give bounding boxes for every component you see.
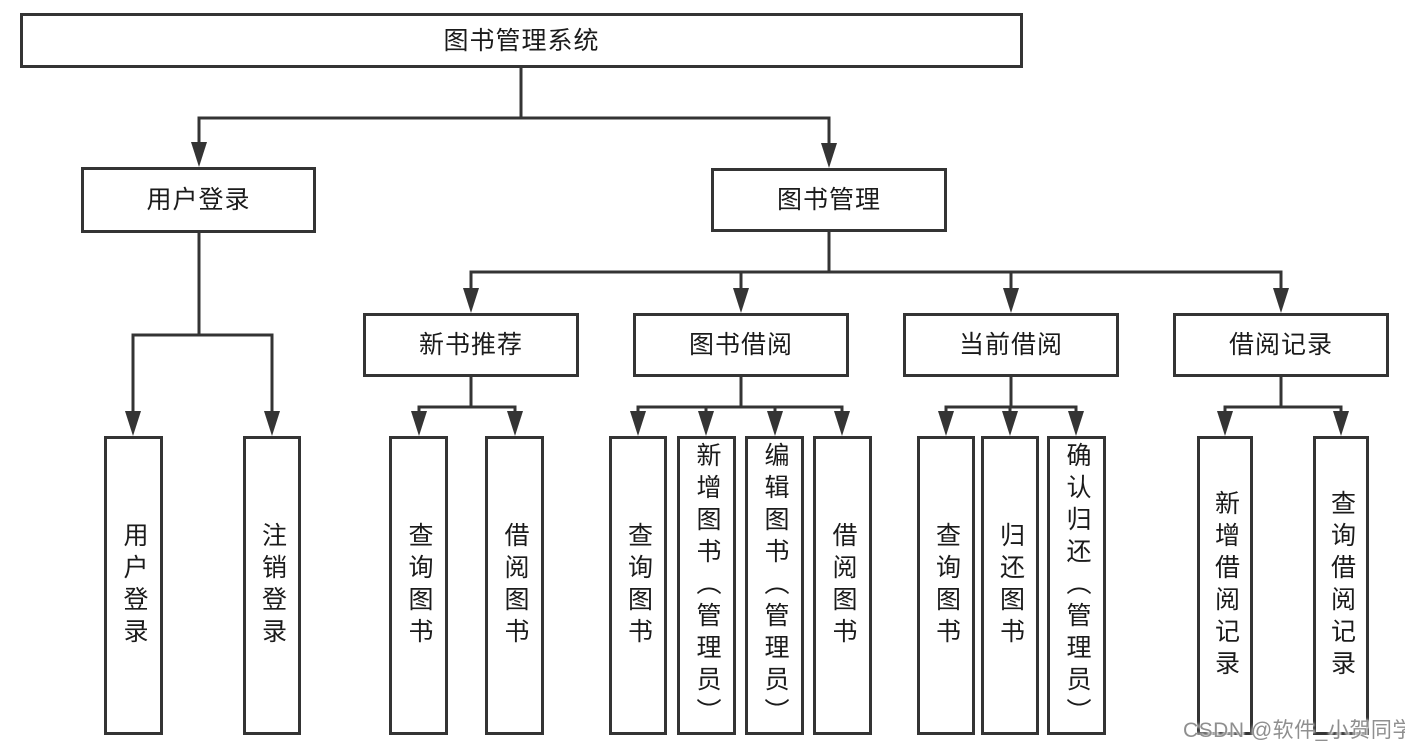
leaf-return-book-label: 归还图书 bbox=[996, 521, 1025, 650]
leaf-query-books-current: 查询图书 bbox=[917, 436, 975, 735]
leaf-add-book-admin: 新增图书（管理员） bbox=[677, 436, 736, 735]
connector-bookborrow-to-leaves bbox=[636, 377, 844, 414]
leaf-borrow-book-recommend-label: 借阅图书 bbox=[501, 521, 529, 650]
connector-root-to-level2 bbox=[197, 68, 831, 146]
leaf-logout: 注销登录 bbox=[243, 436, 301, 735]
leaf-user-login: 用户登录 bbox=[104, 436, 163, 735]
node-book-borrow: 图书借阅 bbox=[633, 313, 849, 377]
node-book-management-label: 图书管理 bbox=[776, 186, 881, 214]
connector-bookmgmt-to-level3 bbox=[469, 232, 1283, 291]
node-user-login-label: 用户登录 bbox=[146, 186, 251, 214]
leaf-borrow-book-label: 借阅图书 bbox=[829, 521, 857, 650]
node-current-borrow: 当前借阅 bbox=[903, 313, 1119, 377]
leaf-edit-book-admin-label: 编辑图书（管理员） bbox=[761, 441, 789, 730]
leaf-edit-book-admin: 编辑图书（管理员） bbox=[745, 436, 804, 735]
leaf-logout-label: 注销登录 bbox=[258, 521, 287, 650]
node-new-book-recommend-label: 新书推荐 bbox=[418, 331, 523, 359]
connector-currentborrow-to-leaves bbox=[944, 377, 1078, 414]
leaf-query-books-recommend-label: 查询图书 bbox=[405, 521, 433, 650]
leaf-query-books-recommend: 查询图书 bbox=[389, 436, 448, 735]
leaf-query-books-current-label: 查询图书 bbox=[932, 521, 961, 650]
leaf-return-book: 归还图书 bbox=[981, 436, 1039, 735]
connector-borrowrecords-to-leaves bbox=[1223, 377, 1343, 414]
leaf-query-books-borrow: 查询图书 bbox=[609, 436, 667, 735]
leaf-query-borrow-record: 查询借阅记录 bbox=[1313, 436, 1369, 735]
leaf-borrow-book-recommend: 借阅图书 bbox=[485, 436, 544, 735]
node-book-management: 图书管理 bbox=[711, 168, 947, 232]
node-borrow-records: 借阅记录 bbox=[1173, 313, 1389, 377]
arrowheads bbox=[125, 142, 1349, 436]
leaf-query-borrow-record-label: 查询借阅记录 bbox=[1327, 489, 1356, 682]
node-new-book-recommend: 新书推荐 bbox=[363, 313, 579, 377]
watermark: CSDN @软件_小贺同学 bbox=[1183, 719, 1405, 742]
leaf-confirm-return-admin-label: 确认归还（管理员） bbox=[1063, 441, 1091, 730]
node-user-login: 用户登录 bbox=[81, 167, 316, 233]
leaf-confirm-return-admin: 确认归还（管理员） bbox=[1047, 436, 1106, 735]
node-root: 图书管理系统 bbox=[20, 13, 1023, 68]
node-book-borrow-label: 图书借阅 bbox=[688, 331, 793, 359]
leaf-add-borrow-record: 新增借阅记录 bbox=[1197, 436, 1253, 735]
node-current-borrow-label: 当前借阅 bbox=[958, 331, 1063, 359]
leaf-add-book-admin-label: 新增图书（管理员） bbox=[693, 441, 721, 730]
node-root-label: 图书管理系统 bbox=[443, 26, 600, 55]
leaf-user-login-label: 用户登录 bbox=[120, 521, 148, 650]
leaf-add-borrow-record-label: 新增借阅记录 bbox=[1211, 489, 1240, 682]
connector-newbook-to-leaves bbox=[417, 377, 517, 414]
leaf-borrow-book: 借阅图书 bbox=[813, 436, 872, 735]
leaf-query-books-borrow-label: 查询图书 bbox=[624, 521, 653, 650]
node-borrow-records-label: 借阅记录 bbox=[1228, 331, 1333, 359]
connector-userlogin-to-leaves bbox=[131, 233, 274, 414]
